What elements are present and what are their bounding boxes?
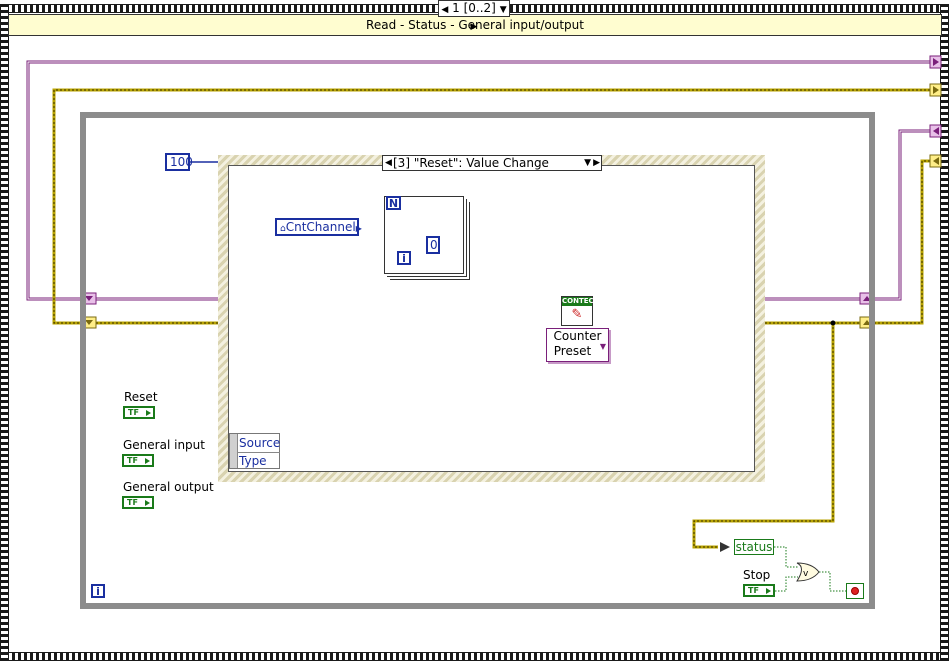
sequence-case-selector[interactable]: ◀ 1 [0..2] ▼ ▶ (438, 0, 510, 32)
event-case-selector[interactable]: ◀ [3] "Reset": Value Change ▼ ▶ (382, 155, 602, 171)
zero-constant[interactable]: 0 (426, 236, 440, 254)
reset-label: Reset (124, 390, 158, 404)
dropdown-icon[interactable]: ▼ (499, 5, 507, 15)
unbundle-arrow-icon (720, 542, 730, 552)
increment-icon[interactable]: ▶ (470, 22, 478, 32)
event-selector-left-icon[interactable]: ◀ (385, 158, 392, 168)
event-selector-dropdown-icon[interactable]: ▼ (584, 158, 591, 168)
event-data-type: Type (239, 454, 267, 468)
sequence-frame-left (0, 4, 9, 661)
event-selector-right-icon[interactable]: ▶ (593, 158, 600, 168)
error-in-arrow-icon (933, 86, 939, 94)
boolean-wire[interactable] (772, 546, 846, 592)
while-iteration-terminal: i (91, 584, 105, 598)
event-structure-diagram (228, 165, 755, 472)
general-input-label: General input (123, 438, 205, 452)
ring-dropdown-icon[interactable]: ▼ (599, 342, 606, 351)
event-case-label: [3] "Reset": Value Change (393, 156, 549, 170)
cnt-channel-label: CntChannel (285, 220, 356, 234)
pencil-icon: ✎ (571, 307, 583, 322)
general-output-control[interactable]: TF (122, 496, 154, 509)
for-loop-count-terminal: N (386, 196, 401, 210)
stop-sign-icon (851, 587, 859, 595)
shift-down-icon (85, 320, 93, 325)
house-icon: ⌂ (280, 224, 286, 234)
stop-control[interactable]: TF (743, 584, 775, 597)
reset-control[interactable]: TF (123, 406, 155, 419)
loop-condition-terminal[interactable] (846, 583, 864, 599)
refnum-in-arrow-icon (933, 58, 939, 66)
general-input-control[interactable]: TF (122, 454, 154, 467)
event-data-divider (238, 452, 280, 453)
case-label: 1 [0..2] (452, 1, 496, 15)
event-data-source: Source (239, 436, 281, 450)
counter-preset-line2: Preset (553, 344, 592, 358)
error-out-arrow-icon (933, 157, 939, 165)
refnum-out-arrow-icon (933, 127, 939, 135)
sequence-frame-bottom (0, 652, 949, 661)
error-wire-pattern (53, 89, 930, 548)
contec-node-label: CONTEC (562, 297, 594, 306)
wire-junction (830, 320, 836, 326)
timeout-constant[interactable]: 100 (165, 153, 193, 171)
event-data-node-bar (230, 434, 238, 468)
stop-label: Stop (743, 568, 771, 582)
contec-write-node[interactable]: CONTEC ✎ (561, 296, 594, 326)
shift-down-icon (85, 296, 93, 301)
svg-text:v: v (803, 569, 809, 579)
cnt-channel-property[interactable]: ⌂CntChannel▶ (275, 218, 362, 236)
counter-preset-line1: Counter (553, 329, 602, 343)
while-loop[interactable] (80, 112, 875, 609)
status-element[interactable]: status (734, 539, 774, 555)
counter-preset-ring[interactable]: Counter Preset ▼ (546, 328, 609, 362)
output-arrow-icon: ▶ (355, 224, 362, 233)
general-output-label: General output (123, 480, 214, 494)
event-data-node[interactable]: Source Type (229, 433, 280, 469)
or-gate-icon[interactable] (796, 562, 820, 582)
for-loop-iteration-terminal: i (397, 251, 411, 265)
decrement-icon[interactable]: ◀ (441, 5, 449, 15)
